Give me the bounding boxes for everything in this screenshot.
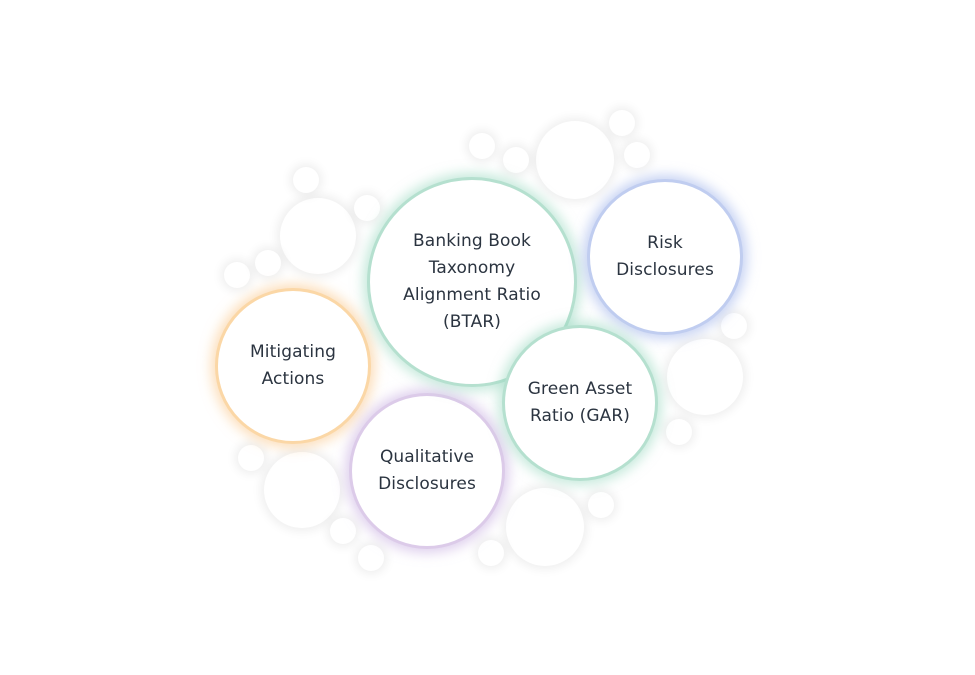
node-qualitative-disclosures: Qualitative Disclosures bbox=[349, 393, 505, 549]
decorative-bubble bbox=[354, 195, 380, 221]
node-label: Mitigating Actions bbox=[250, 342, 336, 389]
decorative-bubble bbox=[609, 110, 635, 136]
decorative-bubble bbox=[666, 419, 692, 445]
decorative-bubble bbox=[667, 339, 743, 415]
decorative-bubble bbox=[330, 518, 356, 544]
node-label: Green Asset Ratio (GAR) bbox=[527, 379, 633, 426]
decorative-bubble bbox=[536, 121, 614, 199]
decorative-bubble bbox=[255, 250, 281, 276]
node-label: Risk Disclosures bbox=[616, 233, 714, 280]
decorative-bubble bbox=[624, 142, 650, 168]
decorative-bubble bbox=[264, 452, 340, 528]
decorative-bubble bbox=[280, 198, 356, 274]
decorative-bubble bbox=[238, 445, 264, 471]
decorative-bubble bbox=[721, 313, 747, 339]
decorative-bubble bbox=[588, 492, 614, 518]
node-gar: Green Asset Ratio (GAR) bbox=[502, 325, 658, 481]
node-mitigating-actions: Mitigating Actions bbox=[215, 288, 371, 444]
node-btar: Banking Book Taxonomy Alignment Ratio (B… bbox=[367, 177, 577, 387]
decorative-bubble bbox=[358, 545, 384, 571]
decorative-bubble bbox=[503, 147, 529, 173]
decorative-bubble bbox=[469, 133, 495, 159]
node-label: Banking Book Taxonomy Alignment Ratio (B… bbox=[403, 231, 541, 332]
decorative-bubble bbox=[478, 540, 504, 566]
decorative-bubble bbox=[224, 262, 250, 288]
decorative-bubble bbox=[506, 488, 584, 566]
node-label: Qualitative Disclosures bbox=[378, 447, 476, 494]
node-risk-disclosures: Risk Disclosures bbox=[587, 179, 743, 335]
decorative-bubble bbox=[293, 167, 319, 193]
